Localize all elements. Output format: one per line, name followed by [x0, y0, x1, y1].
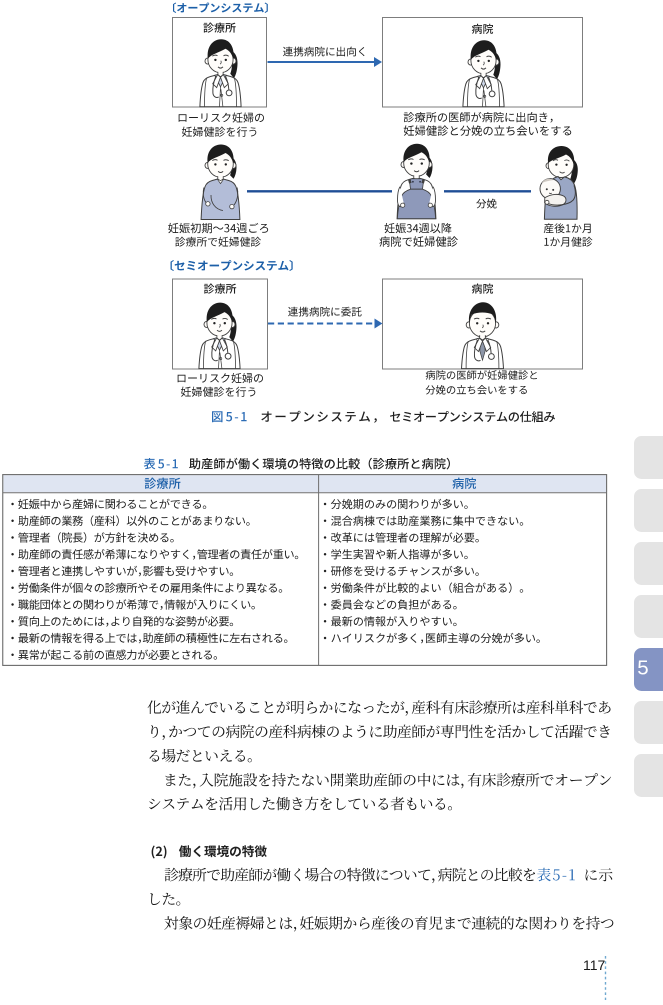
svg-text:117: 117: [583, 957, 606, 973]
svg-text:5: 5: [637, 657, 648, 680]
